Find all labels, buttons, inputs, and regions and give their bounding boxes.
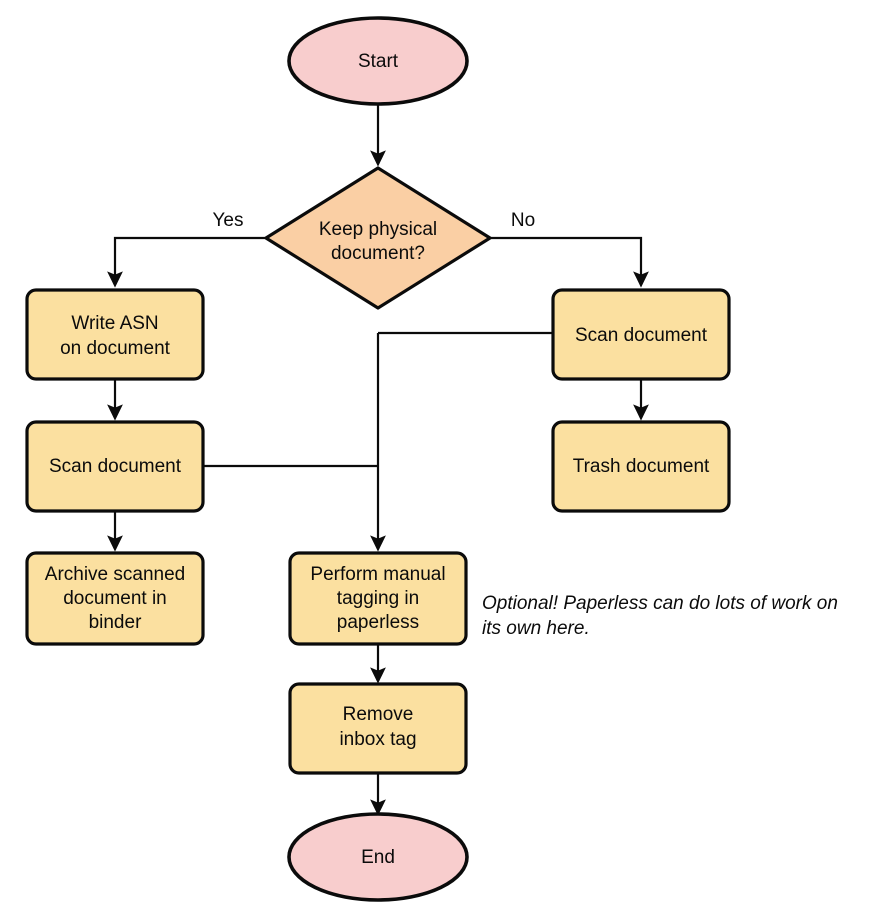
node-trash-document[interactable]: Trash document: [551, 420, 731, 513]
tagging-label-line2: tagging in: [337, 588, 419, 609]
tagging-label-line1: Perform manual: [310, 564, 445, 585]
remove-inbox-tag-box: [288, 682, 468, 775]
decision-label-line2: document?: [331, 243, 425, 264]
scan-document-left-label: Scan document: [49, 456, 182, 477]
archive-box: [25, 551, 205, 646]
node-end[interactable]: End: [287, 812, 469, 902]
start-label: Start: [358, 51, 399, 72]
edge-label-yes: Yes: [213, 210, 244, 231]
scan-document-left-box: [25, 420, 205, 513]
edge-label-no: No: [511, 210, 535, 231]
node-start[interactable]: Start: [287, 16, 469, 106]
start-ellipse: [287, 16, 469, 106]
scan-document-right-label: Scan document: [575, 325, 708, 346]
scan-document-right-box: [551, 288, 731, 381]
remove-inbox-tag-label-line1: Remove: [343, 704, 414, 725]
node-write-asn-on-document[interactable]: Write ASN on document: [25, 288, 205, 381]
optional-note-line1: Optional! Paperless can do lots of work …: [482, 593, 838, 614]
end-label: End: [361, 847, 395, 868]
archive-label-line3: binder: [89, 612, 142, 633]
write-asn-label-line1: Write ASN: [71, 313, 158, 334]
trash-document-label: Trash document: [573, 456, 710, 477]
node-archive-scanned-document[interactable]: Archive scanned document in binder: [25, 551, 205, 646]
tagging-label-line3: paperless: [337, 612, 419, 633]
write-asn-label-line2: on document: [60, 338, 171, 359]
node-scan-document-left[interactable]: Scan document: [25, 420, 205, 513]
end-ellipse: [287, 812, 469, 902]
annotation-optional-note: Optional! Paperless can do lots of work …: [482, 593, 838, 639]
node-perform-manual-tagging[interactable]: Perform manual tagging in paperless: [288, 551, 468, 646]
node-decision-keep-physical-document[interactable]: Keep physical document?: [264, 166, 492, 310]
trash-document-box: [551, 420, 731, 513]
decision-label-line1: Keep physical: [319, 219, 437, 240]
archive-label-line1: Archive scanned: [45, 564, 185, 585]
optional-note-line2: its own here.: [482, 618, 590, 639]
edge-decision-no-to-scan-right: [490, 236, 649, 288]
tagging-box: [288, 551, 468, 646]
edge-decision-yes-to-write-asn: [107, 236, 266, 288]
write-asn-box: [25, 288, 205, 381]
remove-inbox-tag-label-line2: inbox tag: [339, 729, 416, 750]
decision-diamond: [264, 166, 492, 310]
node-remove-inbox-tag[interactable]: Remove inbox tag: [288, 682, 468, 775]
node-scan-document-right[interactable]: Scan document: [551, 288, 731, 381]
archive-label-line2: document in: [63, 588, 167, 609]
